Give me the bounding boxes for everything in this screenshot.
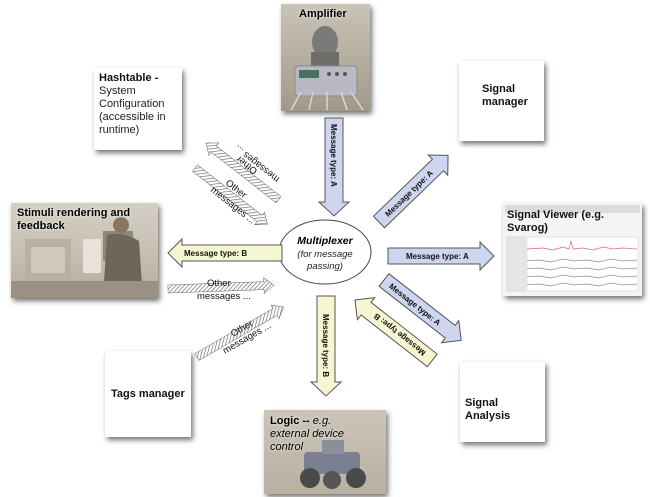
logic-italic2: external device [270,428,344,440]
signal-viewer-screenshot [505,205,640,292]
tags-manager-node: Tags manager [105,351,191,437]
label-signal-analysis-out: Message type: A [387,282,442,328]
hashtable-title: Hashtable - [99,72,159,84]
hashtable-line4: runtime) [99,124,140,136]
label-stimuli-other-line1: Other [207,278,231,289]
hashtable-line3: (accessible in [99,111,166,123]
tags-manager-title: Tags manager [111,388,185,400]
logic-photo [300,440,366,489]
arrow-amplifier-in: Message type: A [317,117,351,217]
hashtable-line1: System [99,85,136,97]
arrow-tags-other [194,304,284,361]
label-signal-manager-out: Message type: A [383,168,435,218]
hashtable-line2: Configuration [99,98,165,110]
label-logic-out: Message type: B [321,314,330,377]
logic-title-italic1: e.g. [312,415,332,427]
stimuli-title-line1: Stimuli rendering and [17,207,131,219]
arrow-hashtable-to-mux [192,164,268,226]
hashtable-node: Hashtable - System Configuration (access… [94,68,182,150]
label-amplifier-in: Message type: A [329,124,338,187]
signal-viewer-line2: Svarog) [507,222,548,234]
stimuli-title-line2: feedback [17,220,65,232]
signal-manager-line2: manager [482,96,528,108]
label-signal-viewer-out: Message type: A [406,252,469,261]
stimuli-node: Stimuli rendering and feedback [11,203,158,298]
arrow-signal-analysis-out: Message type: A [378,272,462,344]
multiplexer-subtitle-line1: (for message [297,249,352,260]
arrow-stimuli-other [167,277,275,295]
label-stimuli-out: Message type: B [184,249,247,258]
amplifier-title: Amplifier [299,8,347,20]
amplifier-photo [290,26,364,111]
arrow-mux-to-hashtable [205,142,282,204]
multiplexer-subtitle-line2: passing) [306,261,343,272]
signal-viewer-line1: Signal Viewer (e.g. [507,209,604,221]
signal-manager-node: Signal manager [459,61,544,141]
signal-analysis-title: Signal Analysis [465,397,511,422]
logic-title-bold: Logic -- [270,415,310,427]
signal-viewer-node: Signal Viewer (e.g. Svarog) [503,203,642,296]
logic-italic3: control [270,441,304,453]
arrow-signal-viewer-out: Message type: A [387,240,495,272]
arrow-signal-analysis-in: Message type: B [354,296,438,368]
multiplexer-title: Multiplexer [297,235,353,247]
stimuli-photo [11,217,158,298]
arrow-signal-manager-out: Message type: A [372,154,449,229]
arrow-logic-out: Message type: B [309,295,343,397]
arrow-stimuli-out: Message type: B [167,237,283,269]
label-stimuli-other-line2: messages ... [197,291,251,302]
signal-analysis-node: Signal Analysis [460,362,545,442]
logic-title: Logic -- e.g. [270,415,331,428]
amplifier-node: Amplifier [281,4,370,111]
logic-node: Logic -- e.g. external device control [264,410,386,494]
signal-manager-line1: Signal [482,83,516,95]
